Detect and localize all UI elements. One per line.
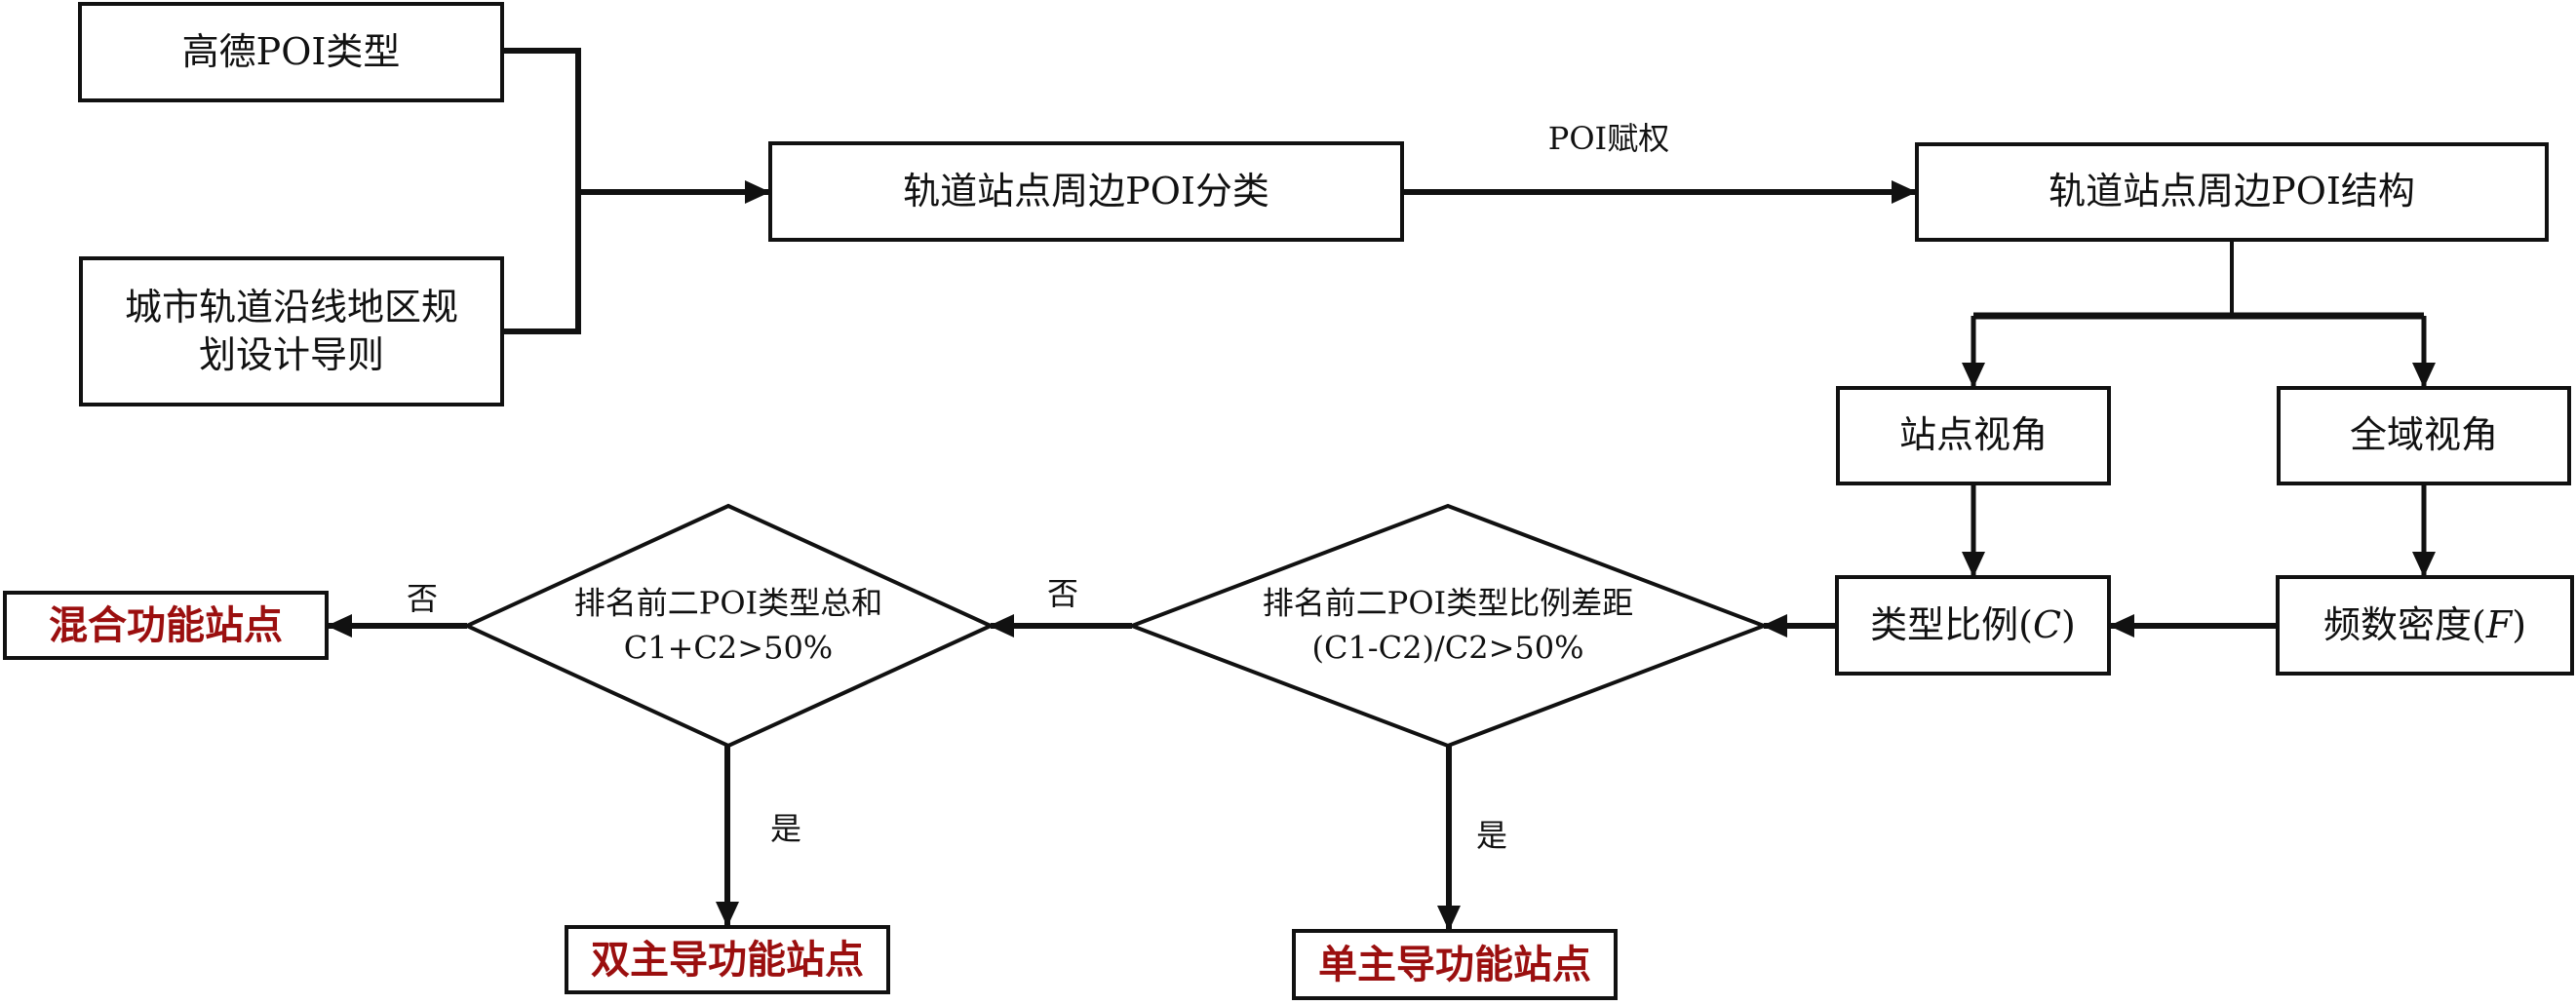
node-type-ratio: 类型比例(C) (1835, 575, 2111, 676)
decision-sum-check: 排名前二POI类型总和 C1+C2>50% (574, 581, 882, 672)
node-poi-classification-label: 轨道站点周边POI分类 (903, 169, 1269, 213)
decision-sum-check-line1: 排名前二POI类型总和 (573, 584, 883, 622)
node-planning-guideline: 城市轨道沿线地区规 划设计导则 (79, 256, 504, 406)
type-ratio-suffix: ) (2061, 602, 2076, 646)
freq-density-suffix: ) (2512, 602, 2527, 646)
decision-sum-check-line2: C1+C2>50% (623, 630, 834, 667)
node-freq-density-label: 频数密度(F) (2323, 601, 2526, 649)
node-gaode-poi-types-label: 高德POI类型 (181, 29, 401, 73)
decision-gap-check: 排名前二POI类型比例差距 (C1-C2)/C2>50% (1263, 581, 1633, 672)
connector-gaode (504, 48, 581, 334)
edge-label-no-gap: 否 (1046, 575, 1079, 612)
type-ratio-var: C (2032, 602, 2062, 646)
edge-label-poi-weighting: POI赋权 (1547, 120, 1670, 157)
node-station-view: 站点视角 (1836, 386, 2111, 485)
node-planning-guideline-line2: 划设计导则 (198, 333, 384, 376)
freq-density-var: F (2485, 602, 2513, 646)
result-mixed-station-label: 混合功能站点 (49, 602, 283, 648)
edge-label-yes-gap: 是 (1475, 817, 1508, 854)
edge-label-no-sum: 否 (406, 580, 439, 617)
decision-gap-check-line2: (C1-C2)/C2>50% (1311, 630, 1584, 667)
node-poi-classification: 轨道站点周边POI分类 (768, 141, 1404, 242)
node-poi-structure: 轨道站点周边POI结构 (1915, 142, 2549, 242)
edge-label-yes-sum: 是 (769, 810, 802, 847)
decision-gap-check-line1: 排名前二POI类型比例差距 (1262, 584, 1634, 622)
node-global-view: 全域视角 (2277, 386, 2571, 485)
node-station-view-label: 站点视角 (1898, 413, 2048, 457)
result-mixed-station: 混合功能站点 (3, 591, 329, 660)
result-single-station: 单主导功能站点 (1292, 929, 1618, 1000)
node-poi-structure-label: 轨道站点周边POI结构 (2049, 170, 2415, 213)
type-ratio-prefix: 类型比例( (1870, 602, 2033, 646)
node-global-view-label: 全域视角 (2349, 413, 2498, 457)
freq-density-prefix: 频数密度( (2322, 602, 2486, 646)
node-freq-density: 频数密度(F) (2276, 575, 2574, 676)
result-dual-station-label: 双主导功能站点 (591, 937, 864, 983)
node-type-ratio-label: 类型比例(C) (1870, 601, 2076, 649)
node-planning-guideline-line1: 城市轨道沿线地区规 (124, 285, 458, 329)
result-single-station-label: 单主导功能站点 (1318, 942, 1591, 987)
result-dual-station: 双主导功能站点 (565, 925, 890, 994)
node-gaode-poi-types: 高德POI类型 (78, 2, 504, 102)
